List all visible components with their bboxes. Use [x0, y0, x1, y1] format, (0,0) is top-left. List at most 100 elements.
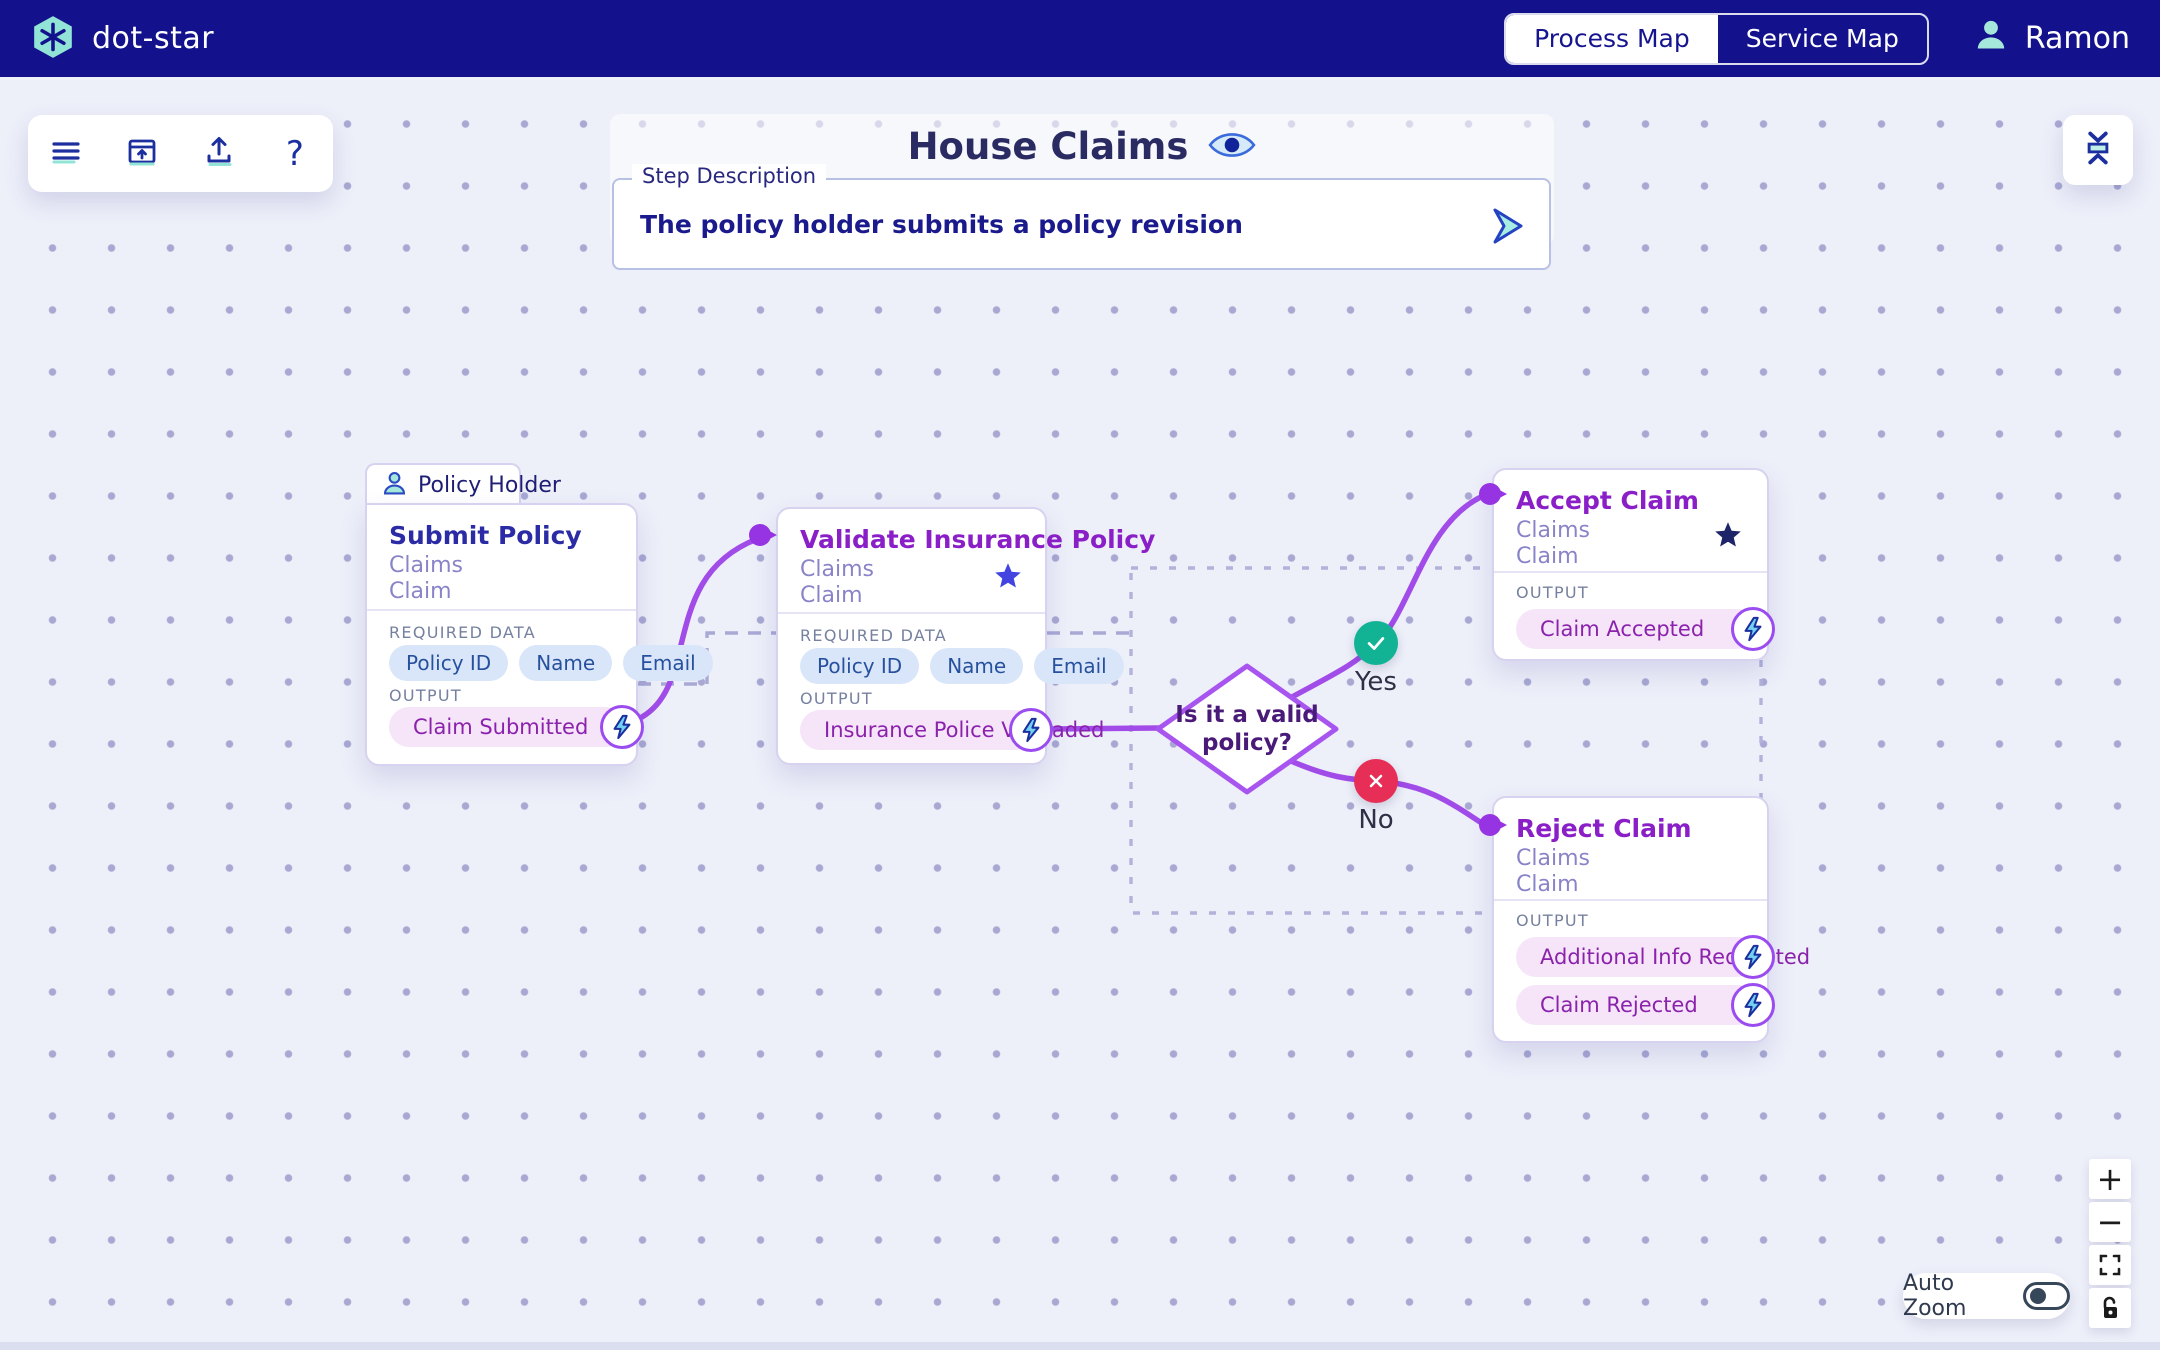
node-title: Validate Insurance Policy: [800, 525, 1156, 554]
fit-view-button[interactable]: [2089, 1245, 2131, 1285]
data-chip: Name: [930, 648, 1024, 684]
brand-name: dot-star: [92, 21, 215, 56]
output-label: OUTPUT: [1516, 911, 1590, 930]
node-service: Claims: [800, 557, 874, 582]
user-name: Ramon: [2024, 21, 2130, 56]
edge-submit-to-validate: [639, 536, 760, 720]
node-service: Claims: [1516, 518, 1590, 543]
process-canvas[interactable]: ? House Claims Step Description The poli…: [0, 77, 2160, 1350]
output-label: OUTPUT: [1516, 583, 1590, 602]
output-label: OUTPUT: [389, 686, 463, 705]
output-pill-text: Claim Submitted: [413, 715, 589, 739]
collapse-panel-button[interactable]: [2063, 115, 2133, 185]
divider: [1494, 571, 1767, 573]
node-title: Reject Claim: [1516, 814, 1692, 843]
required-data-chips: Policy ID Name Email: [800, 648, 1124, 684]
output-port-handle[interactable]: [1731, 607, 1775, 651]
required-data-label: REQUIRED DATA: [389, 623, 537, 642]
map-title-row: House Claims: [610, 125, 1554, 168]
node-accept-claim[interactable]: Accept Claim Claims Claim OUTPUT Claim A…: [1492, 468, 1775, 661]
question-icon: ?: [285, 133, 304, 174]
dot-star-logo-icon: [30, 14, 76, 64]
submit-step-button[interactable]: [1485, 202, 1533, 250]
output-pill: Insurance Police Validaded: [800, 708, 1104, 752]
node-entity: Claim: [1516, 872, 1579, 897]
divider: [778, 612, 1045, 614]
navbar-right: Process Map Service Map Ramon: [1504, 12, 2130, 65]
actor-tab-policy-holder[interactable]: Policy Holder: [365, 463, 561, 505]
bottom-edge-strip: [0, 1342, 2160, 1350]
person-icon: [381, 470, 408, 501]
output-port-handle[interactable]: [600, 705, 644, 749]
output-port-handle[interactable]: [1731, 935, 1775, 979]
node-submit-policy[interactable]: Submit Policy Claims Claim REQUIRED DATA…: [365, 503, 713, 766]
step-description-label: Step Description: [632, 164, 827, 188]
lock-button[interactable]: [2089, 1288, 2131, 1328]
tab-process-map[interactable]: Process Map: [1506, 14, 1718, 63]
brand: dot-star: [30, 14, 214, 64]
step-description-field[interactable]: Step Description The policy holder submi…: [612, 164, 1551, 270]
output-pill-text: Claim Accepted: [1540, 617, 1705, 641]
zoom-out-button[interactable]: −: [2089, 1202, 2131, 1242]
output-pill: Additional Info Requested: [1516, 935, 1810, 979]
step-description-value[interactable]: The policy holder submits a policy revis…: [640, 209, 1243, 239]
import-frame-button[interactable]: [113, 125, 171, 183]
node-entity: Claim: [389, 579, 452, 604]
data-chip: Email: [623, 645, 713, 681]
user-avatar-icon: [1973, 17, 2009, 61]
divider: [367, 609, 636, 611]
node-reject-claim[interactable]: Reject Claim Claims Claim OUTPUT Additio…: [1492, 796, 1810, 1043]
node-service: Claims: [389, 553, 463, 578]
no-label: No: [1358, 805, 1394, 835]
no-cross-badge: [1354, 759, 1398, 803]
node-title: Submit Policy: [389, 521, 582, 550]
node-service: Claims: [1516, 846, 1590, 871]
output-port-handle[interactable]: [1731, 983, 1775, 1027]
check-icon: [1367, 637, 1385, 650]
cross-icon: [1369, 774, 1383, 788]
yes-check-badge: [1354, 621, 1398, 665]
output-pill-text: Claim Rejected: [1540, 993, 1698, 1017]
export-button[interactable]: [190, 125, 248, 183]
page-title: House Claims: [907, 125, 1189, 168]
top-navbar: dot-star Process Map Service Map Ramon: [0, 0, 2160, 77]
arrowhead-validate-in: [749, 524, 777, 546]
canvas-toolbar: ?: [28, 115, 333, 192]
panel-upload-icon: [124, 134, 160, 174]
menu-button[interactable]: [37, 125, 95, 183]
output-pill: Claim Rejected: [1516, 983, 1775, 1027]
output-label: OUTPUT: [800, 689, 874, 708]
decision-question[interactable]: Is it a valid policy?: [1175, 702, 1319, 757]
upload-icon: [201, 134, 237, 174]
favorite-star-icon[interactable]: [1713, 520, 1743, 554]
zoom-in-button[interactable]: +: [2089, 1159, 2131, 1199]
required-data-label: REQUIRED DATA: [800, 626, 948, 645]
view-switcher: Process Map Service Map: [1504, 12, 1929, 65]
node-validate-insurance-policy[interactable]: Validate Insurance Policy Claims Claim R…: [776, 507, 1155, 765]
actor-tab-label: Policy Holder: [418, 472, 561, 498]
node-entity: Claim: [1516, 544, 1579, 569]
required-data-chips: Policy ID Name Email: [389, 645, 713, 681]
data-chip: Email: [1034, 648, 1124, 684]
unlock-icon: [2103, 1296, 2117, 1318]
output-pill: Claim Submitted: [389, 705, 644, 749]
output-pill: Claim Accepted: [1516, 607, 1775, 651]
node-entity: Claim: [800, 583, 863, 608]
data-chip: Policy ID: [800, 648, 920, 684]
fullscreen-icon: [2099, 1254, 2121, 1276]
output-port-handle[interactable]: [1009, 708, 1053, 752]
hamburger-icon: [48, 134, 84, 174]
user-menu[interactable]: Ramon: [1973, 17, 2130, 61]
eye-icon[interactable]: [1208, 128, 1256, 166]
auto-zoom-toggle[interactable]: [2023, 1282, 2070, 1310]
auto-zoom-label: Auto Zoom: [1903, 1271, 1967, 1321]
help-button[interactable]: ?: [266, 125, 324, 183]
yes-label: Yes: [1355, 667, 1397, 697]
node-title: Accept Claim: [1516, 486, 1699, 515]
tab-service-map[interactable]: Service Map: [1745, 24, 1899, 53]
data-chip: Name: [519, 645, 613, 681]
favorite-star-icon[interactable]: [993, 561, 1023, 595]
data-chip: Policy ID: [389, 645, 509, 681]
collapse-vertical-icon: [2078, 128, 2118, 172]
